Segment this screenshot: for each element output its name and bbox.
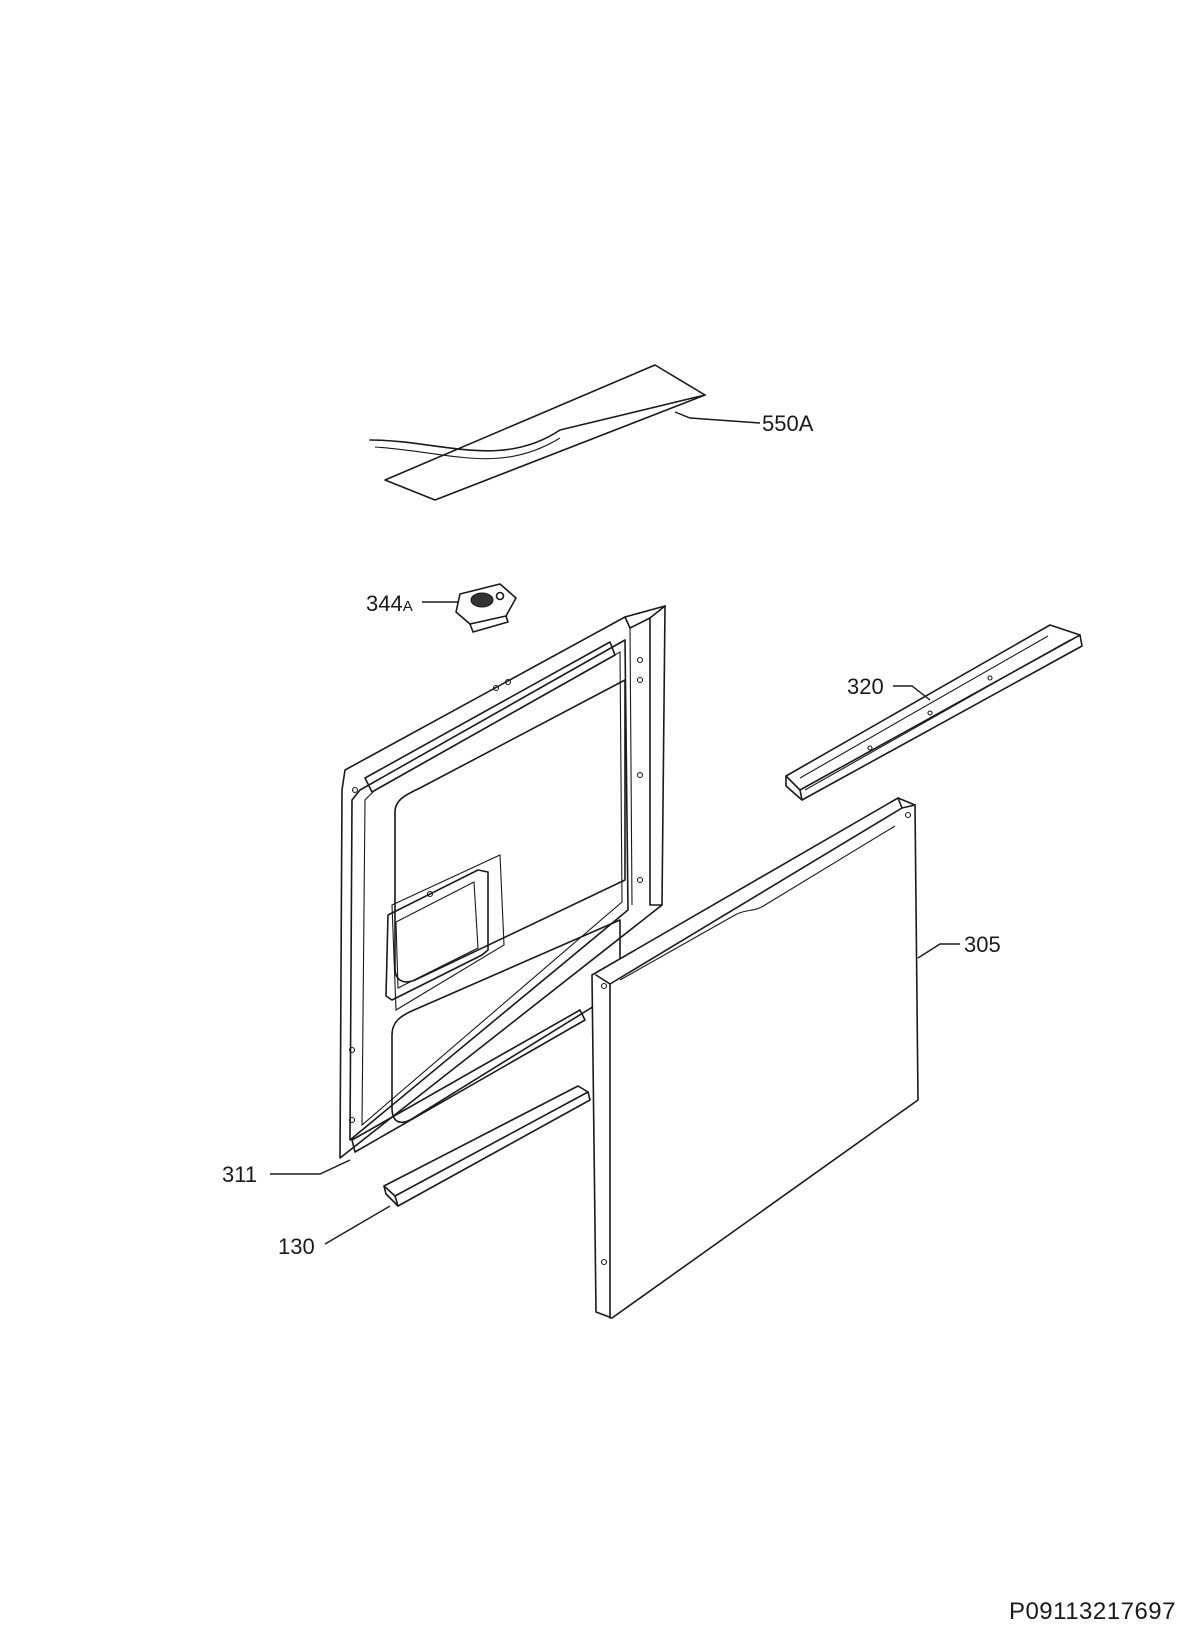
leader-550a [674, 411, 761, 424]
part-320-top-trim [785, 624, 1083, 801]
part-550a-insulation-sheet [369, 364, 706, 501]
label-344a-suffix: A [403, 598, 413, 615]
label-320: 320 [847, 674, 884, 699]
label-130: 130 [278, 1234, 315, 1259]
label-344a-number: 344 [366, 591, 403, 616]
part-130-bottom-rail [383, 1085, 591, 1207]
document-id: P09113217697 [1008, 1598, 1176, 1625]
label-550a: 550A [762, 411, 814, 436]
leader-130 [324, 1205, 391, 1245]
part-344a-bracket [455, 583, 517, 633]
leader-311 [270, 1159, 351, 1175]
leader-320 [893, 685, 931, 701]
part-305-outer-door [591, 797, 919, 1319]
leader-305 [917, 943, 960, 959]
label-344a: 344A [366, 591, 413, 616]
label-311: 311 [222, 1162, 257, 1187]
label-305: 305 [964, 932, 1001, 957]
